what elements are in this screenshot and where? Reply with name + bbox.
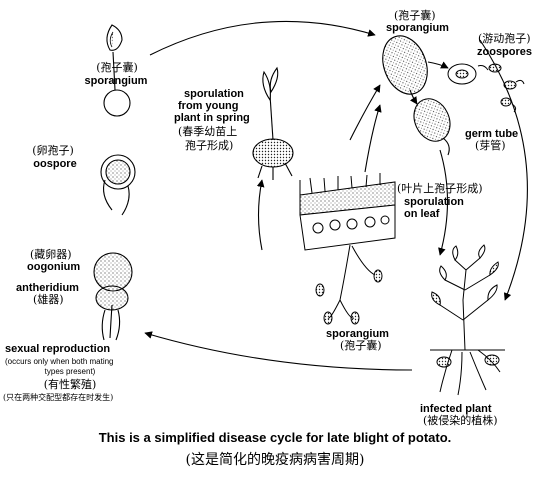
young-plant-illustration <box>252 66 294 180</box>
sporulation-leaf-1: sporulation <box>404 196 464 208</box>
sexual-reproduction-cn: (有性繁殖) <box>43 378 97 391</box>
sporangium-top-label: sporangium <box>386 22 449 34</box>
sporulation-leaf-2: on leaf <box>404 208 440 220</box>
antheridium-cn: (雄器) <box>33 293 64 306</box>
sporulation-leaf-cn: (叶片上孢子形成) <box>397 182 483 195</box>
oogonium-cn: (藏卵器) <box>30 248 72 261</box>
oospore-illustration <box>100 154 136 216</box>
germ-tube-illustration <box>413 98 451 156</box>
infected-plant-illustration <box>430 244 505 396</box>
sporangium-left-illustration <box>103 24 131 117</box>
arrow-sporangium-to-top <box>149 20 376 56</box>
sporulation-spring-2: from young <box>178 100 239 112</box>
zoospores-cn: (游动孢子) <box>478 32 531 45</box>
infected-plant-label: infected plant <box>420 403 492 415</box>
sporulation-spring-cn-2: 孢子形成) <box>185 139 234 152</box>
caption-cn: (这是简化的晚疫病病害周期) <box>185 452 365 468</box>
sexual-reproduction-label: sexual reproduction <box>5 343 111 355</box>
infected-plant-cn: (被侵染的植株) <box>423 414 498 427</box>
arrow-germ-to-plant <box>438 149 448 256</box>
arrow-outer-right <box>479 39 528 301</box>
germ-tube-cn: (芽管) <box>475 139 506 152</box>
oospore-cn: (卵孢子) <box>32 144 74 157</box>
sporangium-bottom-label: sporangium <box>326 328 389 340</box>
sporangium-left-cn: (孢子囊) <box>96 61 138 74</box>
oogonium-illustration <box>93 252 133 341</box>
arrow-spring-to-sporangium <box>349 84 381 141</box>
oospore-label: oospore <box>33 158 77 170</box>
sporangium-top-illustration <box>382 35 428 95</box>
sporangium-bottom-cn: (孢子囊) <box>340 339 382 352</box>
zoospores-label: zoospores <box>477 46 533 58</box>
sporulation-spring-1: sporulation <box>184 88 244 100</box>
arrow-up-left-center <box>364 104 382 173</box>
leaf-section-illustration <box>299 173 396 325</box>
sporulation-spring-cn-1: (春季幼苗上 <box>178 125 238 138</box>
caption-en: This is a simplified disease cycle for l… <box>98 430 452 445</box>
oogonium-label: oogonium <box>27 261 81 273</box>
sexual-reproduction-note-2: types present) <box>44 367 96 376</box>
sporangium-left-label: sporangium <box>84 75 148 87</box>
arrow-up-to-spring <box>256 179 265 251</box>
arrow-sporangium-to-zoospores <box>427 61 449 69</box>
sexual-reproduction-cn-note: (只在两种交配型都存在时发生) <box>3 393 114 402</box>
sporulation-spring-3: plant in spring <box>174 112 250 124</box>
antheridium-label: antheridium <box>16 282 79 294</box>
zoospores-illustration <box>447 63 525 113</box>
arrow-plant-to-sexual <box>144 331 413 371</box>
germ-tube-label: germ tube <box>465 128 519 140</box>
sexual-reproduction-note-1: (occurs only when both mating <box>5 357 114 366</box>
sporangium-top-cn: (孢子囊) <box>394 9 436 22</box>
